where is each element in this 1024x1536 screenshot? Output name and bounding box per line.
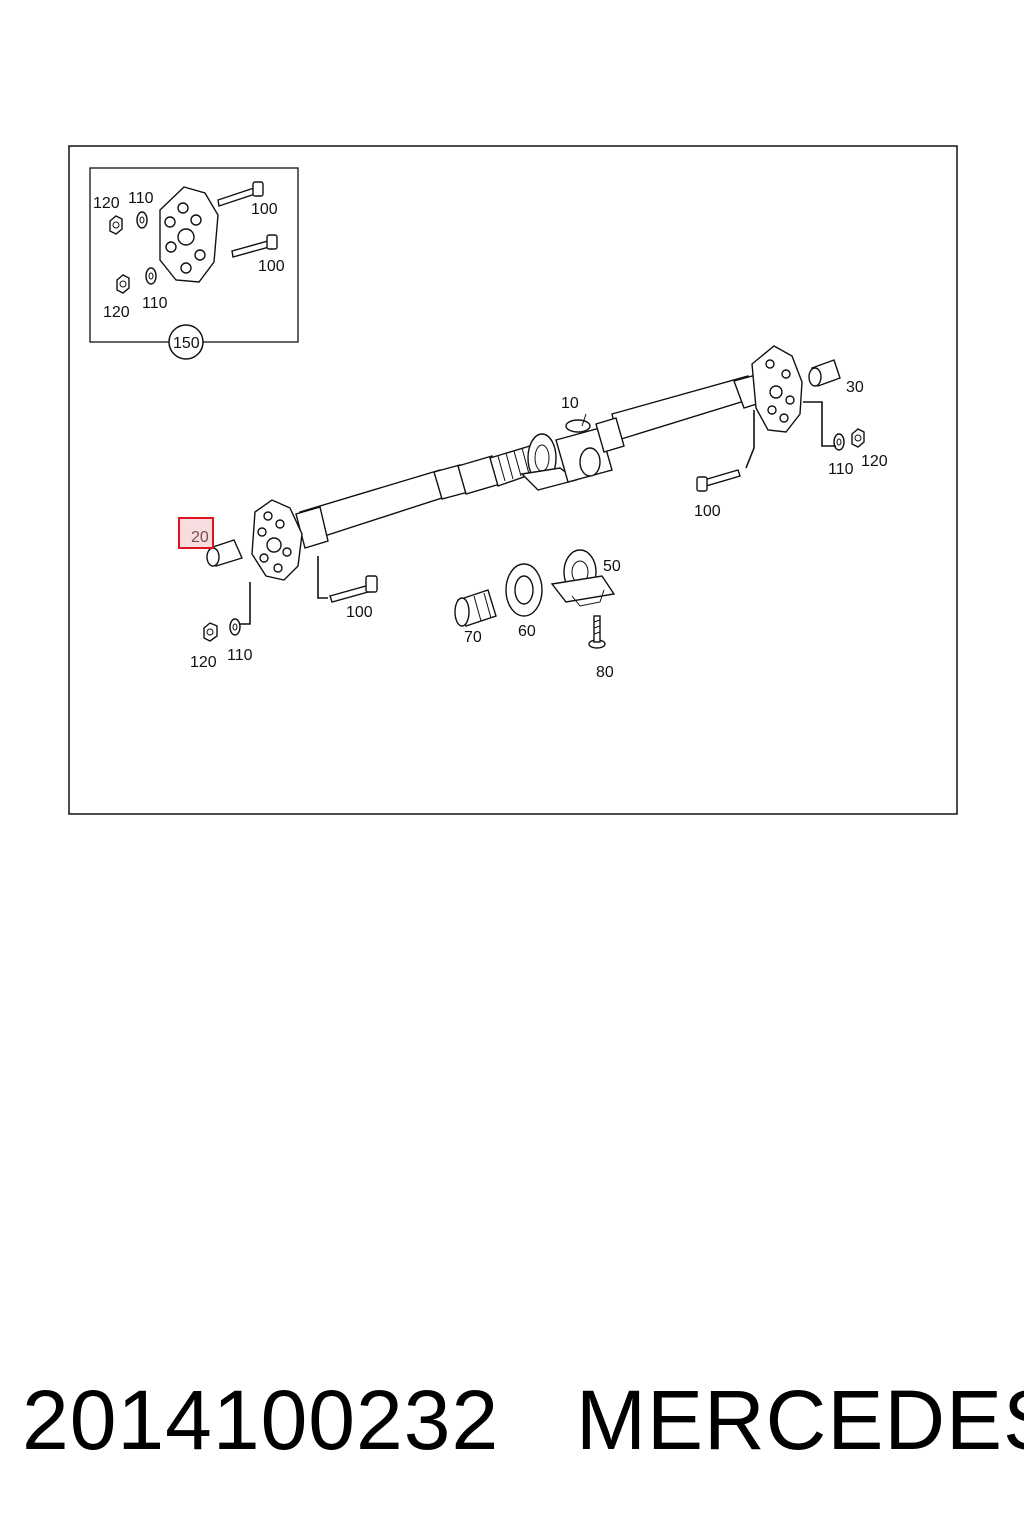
bushing-30 [808, 359, 841, 387]
nut-left-120 [203, 622, 218, 642]
rear-flex-disc [751, 345, 803, 433]
callout-20: 20 [191, 529, 209, 546]
center-support-50 [550, 549, 616, 607]
callout-80: 80 [596, 664, 614, 681]
inset-nut-top [109, 215, 123, 235]
part-number: 2014100232 [22, 1373, 500, 1467]
drive-shaft-rear-tube [611, 374, 767, 441]
callout-50: 50 [603, 558, 621, 575]
callout-left-110: 110 [227, 647, 253, 664]
bushing-20 [206, 539, 243, 567]
boot-70 [454, 589, 497, 627]
center-bearing-assembled [520, 433, 578, 491]
bolt-right-100 [696, 469, 741, 492]
callout-inset-100-mid: 100 [258, 258, 285, 275]
front-flex-disc [251, 499, 303, 581]
nut-right-120 [851, 428, 865, 448]
footer: 2014100232 MERCEDES [0, 1365, 1024, 1475]
callout-inset-120-bottom: 120 [103, 304, 130, 321]
callout-inset-120-top: 120 [93, 195, 120, 212]
callout-10: 10 [561, 395, 579, 412]
diagram-frame [68, 145, 958, 815]
callout-150-circle [168, 324, 204, 360]
callout-right-100: 100 [694, 503, 721, 520]
callout-inset-110-bottom: 110 [142, 295, 168, 312]
inset-washer-bottom [145, 267, 157, 285]
bolt-left-100 [329, 575, 378, 603]
bearing-60 [505, 563, 543, 617]
callout-right-120: 120 [861, 453, 888, 470]
highlight-box-20 [178, 517, 214, 549]
callout-150: 150 [173, 335, 200, 352]
callout-inset-110-top: 110 [128, 190, 154, 207]
inset-flex-disc [159, 186, 219, 283]
callout-left-100: 100 [346, 604, 373, 621]
washer-right-110 [833, 433, 845, 451]
inset-nut-bottom [116, 274, 130, 294]
callout-left-120: 120 [190, 654, 217, 671]
inset-bolt-top [217, 181, 264, 207]
universal-joint [555, 417, 625, 483]
washer-left-110 [229, 618, 241, 636]
callout-right-110: 110 [828, 461, 854, 478]
brand-name: MERCEDES [576, 1373, 1024, 1467]
inset-washer-top [136, 211, 148, 229]
callout-inset-100-top: 100 [251, 201, 278, 218]
inset-bolt-mid [231, 234, 278, 258]
drive-shaft-front-tube [295, 455, 501, 549]
callout-60: 60 [518, 623, 536, 640]
callout-30: 30 [846, 379, 864, 396]
callout-70: 70 [464, 629, 482, 646]
screw-80 [588, 615, 606, 649]
leader-lines [240, 401, 836, 625]
